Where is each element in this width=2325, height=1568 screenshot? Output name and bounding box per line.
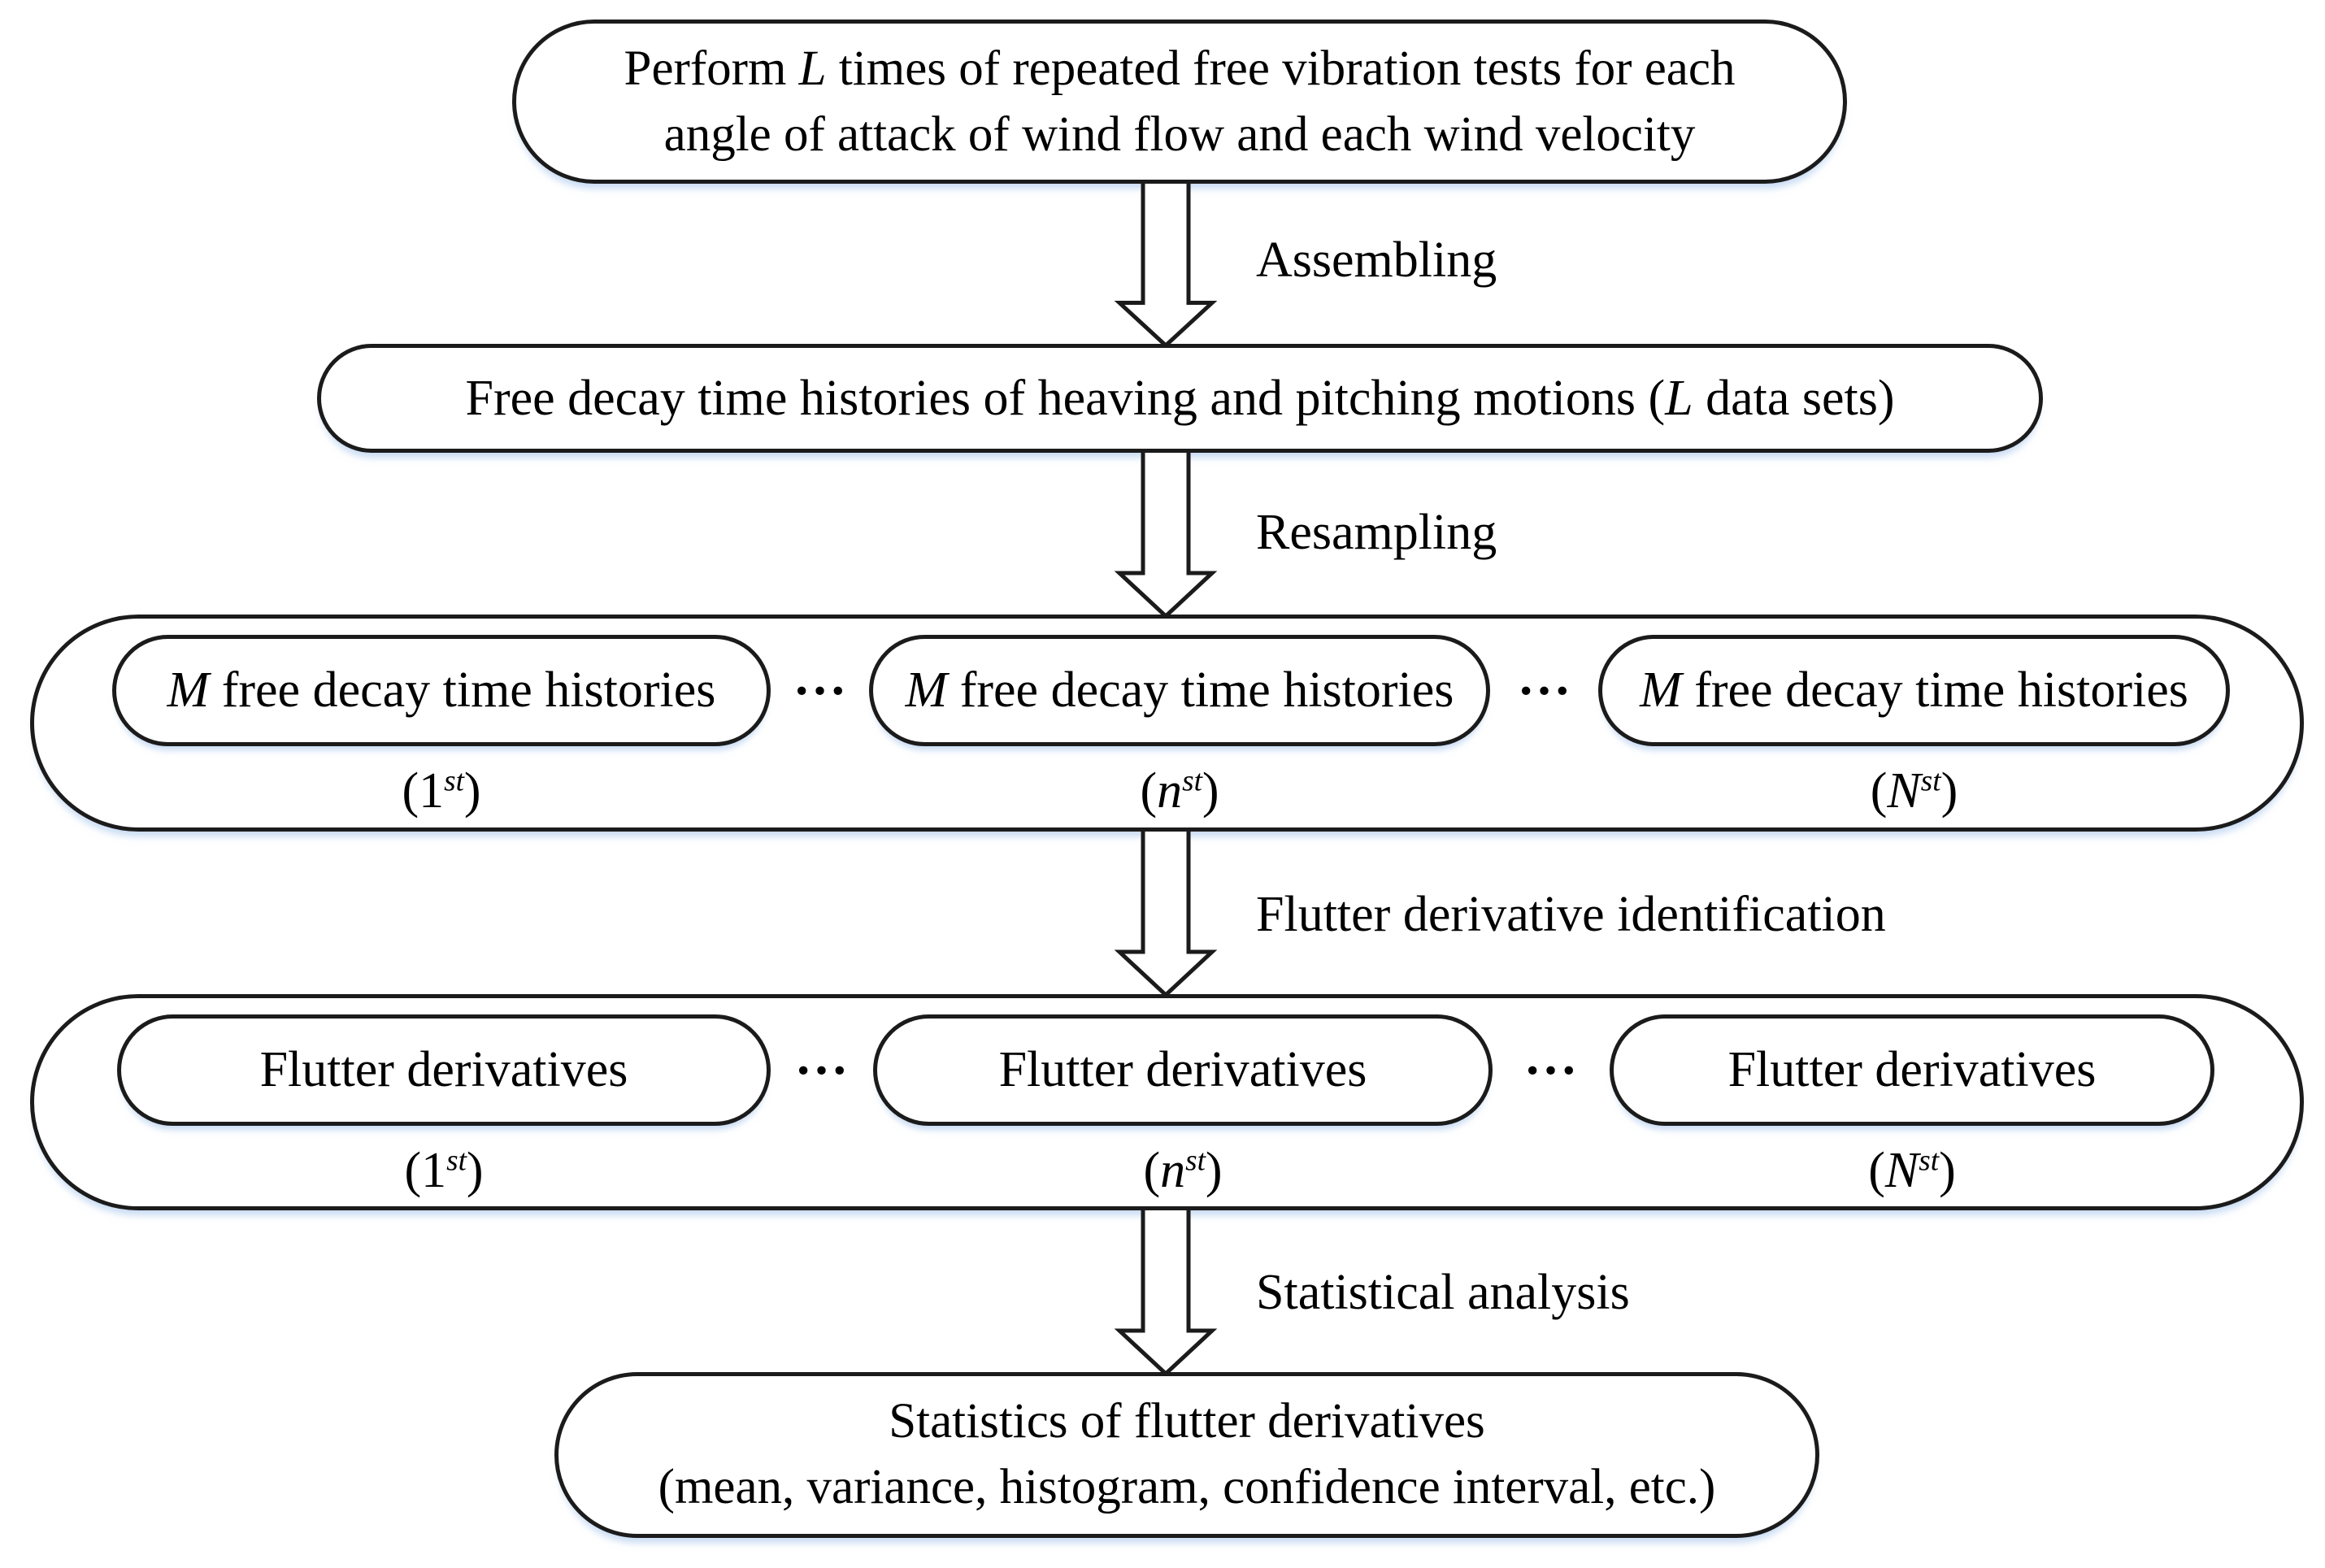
flutter-derivatives-box-3: Flutter derivatives [1610,1014,2214,1126]
step1-line2: angle of attack of wind flow and each wi… [663,107,1696,162]
resampled-box-1-text: M free decay time histories [167,662,716,718]
down-arrow-identification-icon [1114,832,1218,998]
step-free-decay-histories: Free decay time histories of heaving and… [317,344,2043,453]
tag-1st: (1st) [404,1143,484,1198]
step-statistics-of-flutter-derivatives: Statistics of flutter derivatives (mean,… [554,1372,1819,1538]
tag-nst: (nst) [1140,763,1219,819]
group-flutter-derivatives: Flutter derivatives ··· Flutter derivati… [30,994,2304,1210]
arrow-label-statistical-analysis: Statistical analysis [1256,1265,1630,1320]
group-resampled-time-histories: M free decay time histories ··· M free d… [30,615,2304,832]
flutter-box-2-text: Flutter derivatives [998,1042,1367,1097]
step5-line1: Statistics of flutter derivatives [889,1394,1485,1449]
resampled-histories-box-3: M free decay time histories [1598,635,2230,746]
tag-1st: (1st) [402,763,481,819]
arrow-label-resampling: Resampling [1256,505,1497,560]
arrow-label-assembling: Assembling [1256,232,1497,288]
flutter-derivatives-box-1: Flutter derivatives [117,1014,771,1126]
ellipsis-separator: ··· [1523,1040,1579,1099]
flutter-box-1-text: Flutter derivatives [259,1042,628,1097]
step1-line1: Perform L times of repeated free vibrati… [624,41,1736,96]
flutter-derivatives-box-2: Flutter derivatives [873,1014,1493,1126]
step-perform-vibration-tests: Perform L times of repeated free vibrati… [512,20,1847,184]
ellipsis-separator: ··· [1517,661,1572,719]
step2-text: Free decay time histories of heaving and… [465,370,1895,426]
resampled-histories-box-1: M free decay time histories [112,635,771,746]
down-arrow-resampling-icon [1114,453,1218,619]
arrow-label-flutter-derivative-identification: Flutter derivative identification [1256,887,1886,942]
ellipsis-separator: ··· [794,1040,850,1099]
resampled-box-2-text: M free decay time histories [905,662,1454,718]
ellipsis-separator: ··· [793,661,848,719]
flutter-box-3-text: Flutter derivatives [1727,1042,2097,1097]
step5-line2: (mean, variance, histogram, confidence i… [658,1460,1716,1514]
tag-Nst: (Nst) [1870,763,1958,819]
resampled-histories-box-2: M free decay time histories [869,635,1490,746]
down-arrow-statistical-icon [1114,1210,1218,1377]
down-arrow-assembling-icon [1114,184,1218,349]
resampled-box-3-text: M free decay time histories [1640,662,2188,718]
tag-nst: (nst) [1143,1143,1223,1198]
tag-Nst: (Nst) [1868,1143,1956,1198]
